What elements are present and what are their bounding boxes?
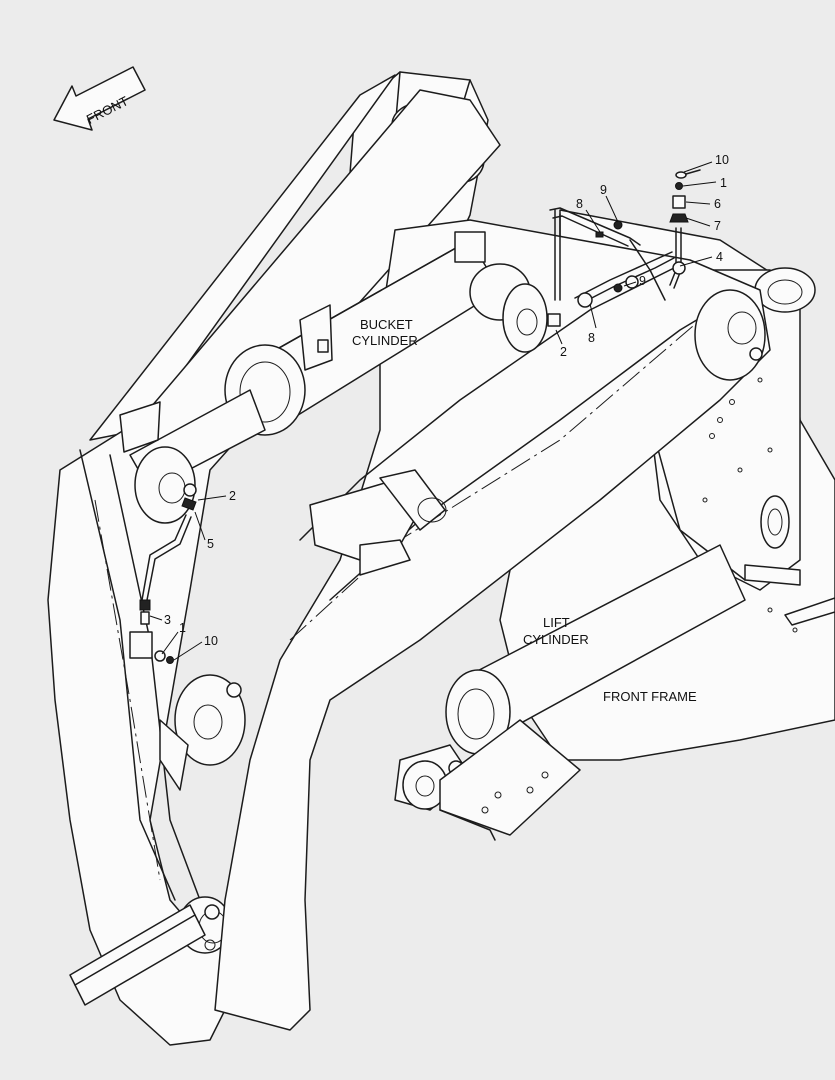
callout-3: 3 <box>164 613 171 627</box>
bucket-cylinder <box>119 231 548 524</box>
bucket-cylinder-label-line2: CYLINDER <box>352 333 418 348</box>
callout-2-upper: 2 <box>560 345 567 359</box>
callout-10-upper: 10 <box>715 153 729 167</box>
front-arrow: FRONT <box>53 66 146 131</box>
callout-2-left: 2 <box>229 489 236 503</box>
front-frame-label: FRONT FRAME <box>603 689 697 704</box>
callout-7: 7 <box>714 219 721 233</box>
lift-cylinder-label-line1: LIFT <box>543 615 570 630</box>
lift-cylinder-label-line2: CYLINDER <box>523 632 589 647</box>
callout-10-lower: 10 <box>204 634 218 648</box>
callout-9-upper: 9 <box>600 183 607 197</box>
callout-6: 6 <box>714 197 721 211</box>
bucket-cylinder-label-line1: BUCKET <box>360 317 413 332</box>
callout-8-lower: 8 <box>588 331 595 345</box>
callout-5: 5 <box>207 537 214 551</box>
lift-cylinder <box>394 544 746 811</box>
right-boom-arm <box>159 219 771 1031</box>
callout-8-upper: 8 <box>576 197 583 211</box>
bell-crank <box>309 469 447 576</box>
left-boom-arm <box>47 74 501 1046</box>
left-hose <box>129 483 197 664</box>
callout-1-lower: 1 <box>179 621 186 635</box>
callout-leaders <box>149 161 717 661</box>
callout-9-lower: 9 <box>639 274 646 288</box>
callout-4: 4 <box>716 250 723 264</box>
cross-tube <box>69 904 206 1006</box>
callout-1-upper: 1 <box>720 176 727 190</box>
lift-cylinder-base <box>439 719 581 841</box>
